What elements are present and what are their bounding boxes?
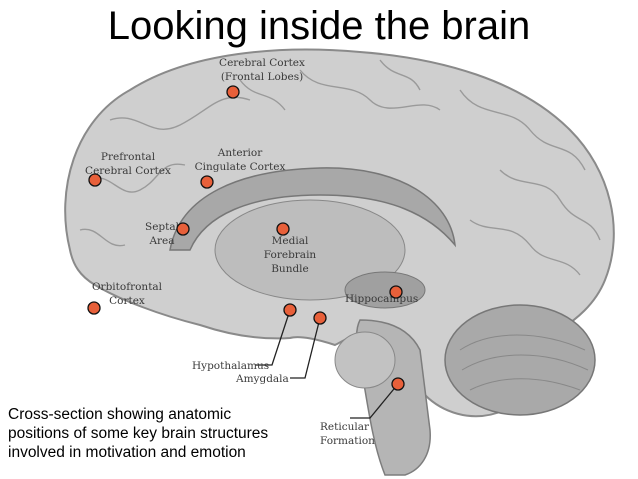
marker-anterior-cingulate [200, 175, 214, 189]
label-orbitofrontal-sub: Cortex [109, 295, 145, 307]
marker-prefrontal [88, 173, 102, 187]
cerebellum-folia [459, 334, 589, 391]
label-hypothalamus: Hypothalamus [192, 360, 269, 372]
marker-orbitofrontal [87, 301, 101, 315]
marker-amygdala [313, 311, 327, 325]
marker-hippocampus [389, 285, 403, 299]
label-medial-forebrain-3: Bundle [271, 263, 309, 275]
pons [334, 331, 396, 389]
hippocampus-region [344, 271, 426, 309]
label-anterior-cingulate-sub: Cingulate Cortex [195, 161, 286, 173]
label-septal: Septal [145, 221, 180, 233]
marker-reticular [391, 377, 405, 391]
marker-medial-forebrain [276, 222, 290, 236]
thalamus-region [214, 199, 406, 301]
label-hippocampus: Hippocampus [345, 293, 418, 305]
label-anterior-cingulate: Anterior [217, 147, 263, 159]
slide-title: Looking inside the brain [107, 4, 531, 48]
label-reticular: Reticular [320, 421, 370, 433]
label-septal-sub: Area [148, 235, 174, 247]
label-orbitofrontal: Orbitofrontal [92, 281, 163, 293]
marker-hypothalamus [283, 303, 297, 317]
label-medial-forebrain-2: Forebrain [264, 249, 317, 261]
caption: Cross-section showing anatomic positions… [8, 405, 318, 462]
label-reticular-sub: Formation [320, 435, 375, 447]
label-prefrontal: Prefrontal [101, 151, 156, 163]
label-medial-forebrain: Medial [272, 235, 309, 247]
caption-line-3: involved in motivation and emotion [8, 444, 246, 461]
label-cerebral-cortex-sub: (Frontal Lobes) [221, 71, 303, 83]
gyri-texture [79, 59, 601, 276]
marker-cerebral-cortex [226, 85, 240, 99]
caption-line-2: positions of some key brain structures [8, 425, 269, 442]
caption-line-1: Cross-section showing anatomic [8, 406, 232, 423]
label-prefrontal-sub: Cerebral Cortex [85, 165, 171, 177]
cerebellum [444, 304, 596, 416]
label-amygdala: Amygdala [235, 373, 289, 385]
pointer-lines [255, 309, 399, 419]
label-cerebral-cortex: Cerebral Cortex [219, 57, 305, 69]
corpus-callosum [169, 167, 457, 251]
marker-septal [176, 222, 190, 236]
markers [87, 85, 405, 391]
